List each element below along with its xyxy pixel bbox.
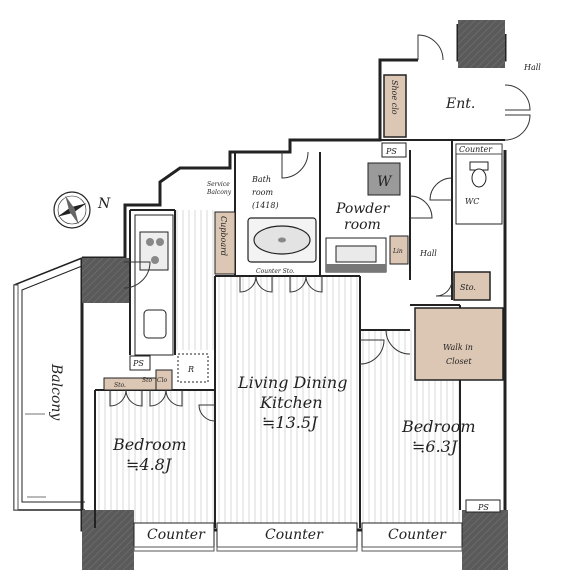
- ldk-size-label: ≒13.5J: [262, 413, 319, 432]
- ldk-label-2: Kitchen: [259, 393, 323, 412]
- balcony-markers: [25, 413, 46, 498]
- powder-room-label-2: room: [344, 217, 381, 233]
- powder-room-label-1: Powder: [335, 201, 391, 217]
- wc-counter: [455, 143, 503, 155]
- small-closet: [155, 369, 173, 391]
- service-balcony-label-1: Service: [207, 181, 230, 188]
- cooktop-icon: [139, 231, 169, 271]
- bath-label-3: (1418): [252, 201, 279, 210]
- washer-box: [367, 162, 401, 196]
- compass-north-label: N: [97, 196, 111, 212]
- bedroom-left-size: ≒4.8J: [126, 455, 173, 474]
- balcony-label: Balcony: [48, 363, 64, 421]
- kitchen-floor: [175, 210, 215, 350]
- bedroom-left-label: Bedroom: [112, 435, 187, 454]
- bedroom-left-floor: [95, 390, 215, 523]
- hall-top-label: Hall: [523, 63, 541, 72]
- vanity-mirror: [326, 264, 386, 272]
- clo-small-label: Clo: [157, 377, 168, 384]
- ldk-floor: [215, 276, 360, 523]
- ps-kitchen-box: [129, 355, 151, 371]
- bath-label-2: room: [252, 188, 273, 197]
- storage-right: [453, 271, 491, 301]
- bath-label-1: Bath: [251, 175, 271, 184]
- door-swings: [109, 34, 531, 422]
- ps-bottom-box: [465, 499, 501, 513]
- ps-top-box: [381, 142, 407, 158]
- hall-mid-label: Hall: [419, 249, 437, 258]
- ps-kitchen-label: PS: [132, 359, 144, 368]
- walk-in-closet: [414, 307, 504, 381]
- linen-label: Lin: [392, 248, 403, 255]
- washer-label: W: [377, 174, 393, 190]
- ldk-label-1: Living Dining: [237, 373, 347, 392]
- counter-2-label: Counter: [265, 527, 324, 543]
- counter-sto-label: Counter Sto.: [256, 268, 295, 275]
- bathtub-drain-icon: [278, 237, 286, 243]
- column-bottom-right-hatch: [462, 510, 508, 570]
- burner-3-icon: [151, 256, 159, 264]
- walk-in-closet-label-2: Closet: [446, 357, 472, 366]
- vanity-sink-icon: [335, 245, 377, 263]
- toilet-bowl-icon: [471, 168, 487, 188]
- burner-1-icon: [146, 238, 154, 246]
- bedroom-right-label: Bedroom: [401, 417, 476, 436]
- ps-bottom-label: PS: [477, 503, 489, 512]
- counter-1-label: Counter: [147, 527, 206, 543]
- storage-right-label: Sto.: [460, 283, 476, 292]
- compass-rose-icon: [53, 191, 91, 229]
- column-balcony-hatch: [82, 258, 130, 303]
- service-balcony-label-2: Balcony: [206, 189, 232, 196]
- counter-strip: [133, 522, 463, 548]
- ps-top-label: PS: [385, 147, 397, 156]
- shoe-closet: [383, 74, 407, 138]
- sto-small-label: Sto.: [114, 382, 126, 389]
- wc-counter-label: Counter: [459, 145, 493, 154]
- sto-small2-label: Sto: [142, 377, 153, 384]
- bedroom-right-size: ≒6.3J: [412, 437, 459, 456]
- cupboard: [214, 211, 236, 275]
- refrigerator-label: R: [187, 365, 194, 374]
- refrigerator-box: [177, 353, 209, 383]
- bedroom-right-floor-2: [410, 380, 462, 523]
- windows: [13, 284, 463, 552]
- counter-3-label: Counter: [388, 527, 447, 543]
- column-top-right-hatch: [458, 20, 505, 68]
- walk-in-closet-label-1: Walk in: [443, 343, 473, 352]
- shoe-closet-label: Shoe clo: [390, 80, 399, 115]
- burner-2-icon: [156, 238, 164, 246]
- wc-label: WC: [465, 197, 479, 206]
- kitchen-sink-icon: [143, 309, 167, 339]
- linen-closet: [389, 235, 409, 265]
- column-bottom-left-hatch: [82, 510, 134, 570]
- cupboard-label: Cupboard: [219, 216, 228, 256]
- entrance-label: Ent.: [445, 96, 475, 112]
